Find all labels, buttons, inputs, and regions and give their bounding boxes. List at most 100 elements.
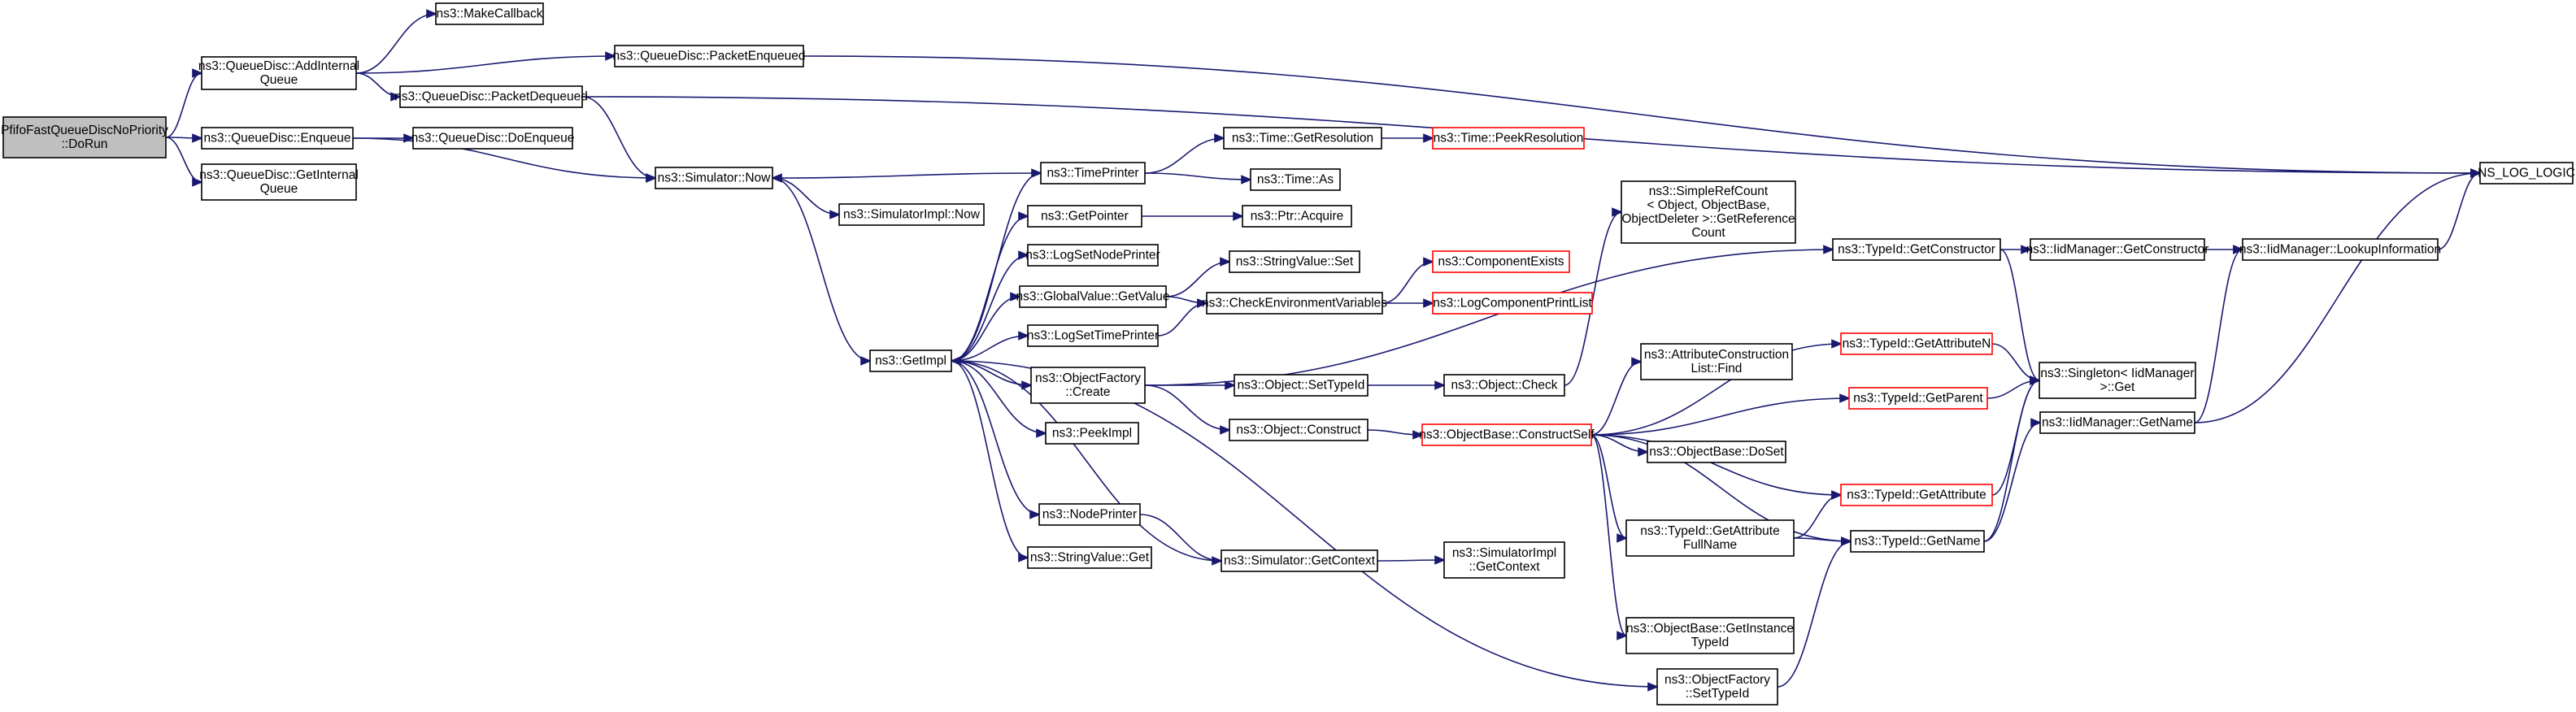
node-getattribute[interactable]: ns3::TypeId::GetAttribute (1840, 484, 1993, 506)
node-objectcheck[interactable]: ns3::Object::Check (1443, 374, 1565, 397)
edge-getimpl-to-logsettimeprinter (951, 331, 1030, 362)
node-stringvalueget[interactable]: ns3::StringValue::Get (1027, 546, 1152, 569)
node-box (1432, 127, 1585, 150)
node-box (1038, 503, 1141, 526)
node-simimplgetcontext[interactable]: ns3::SimulatorImpl::GetContext (1443, 541, 1565, 579)
node-objectfactorycreate[interactable]: ns3::ObjectFactory::Create (1030, 367, 1146, 404)
node-box (838, 203, 985, 226)
node-label: ns3::Simulator::Now (658, 171, 771, 185)
edge-timeprinter-to-timegetres (1144, 133, 1226, 174)
node-box (869, 349, 952, 372)
node-label: ns3::QueueDisc::Enqueue (204, 132, 351, 145)
node-timeas[interactable]: ns3::Time::As (1250, 168, 1341, 191)
node-getimpl[interactable]: ns3::GetImpl (869, 349, 952, 372)
node-constructself[interactable]: ns3::ObjectBase::ConstructSelf (1419, 423, 1595, 446)
node-timeprinter[interactable]: ns3::TimePrinter (1040, 162, 1146, 185)
node-label: ns3::StringValue::Set (1236, 255, 1354, 269)
edge-root-to-getinternalqueue (165, 137, 204, 187)
node-simplerefcount[interactable]: ns3::SimpleRefCount< Object, ObjectBase,… (1621, 180, 1796, 244)
node-logcomponentprintlist[interactable]: ns3::LogComponentPrintList (1432, 292, 1593, 315)
node-box (1206, 292, 1383, 315)
node-simgetcontext[interactable]: ns3::Simulator::GetContext (1221, 549, 1378, 572)
node-label: ns3::QueueDisc::DoEnqueue (411, 132, 575, 145)
node-makecallback[interactable]: ns3::MakeCallback (435, 2, 544, 25)
node-globalvalueget[interactable]: ns3::GlobalValue::GetValue (1016, 285, 1170, 308)
edge-constructself-to-getinstancetypeid (1590, 434, 1629, 640)
node-typeidgetname[interactable]: ns3::TypeId::GetName (1850, 530, 1985, 553)
node-checkenv[interactable]: ns3::CheckEnvironmentVariables (1202, 292, 1387, 315)
node-doenqueue[interactable]: ns3::QueueDisc::DoEnqueue (411, 127, 575, 150)
node-box (1832, 238, 2001, 261)
node-getparent[interactable]: ns3::TypeId::GetParent (1848, 387, 1988, 410)
edge-timegetres-to-timepeekres (1382, 133, 1435, 143)
node-componentexists[interactable]: ns3::ComponentExists (1432, 250, 1570, 273)
node-packetenqueued[interactable]: ns3::QueueDisc::PacketEnqueued (613, 45, 806, 67)
node-objectbasedoset[interactable]: ns3::ObjectBase::DoSet (1647, 441, 1786, 463)
node-label: ns3::TypeId::GetAttributeN (1843, 337, 1991, 351)
node-label: ::SetTypeId (1686, 687, 1749, 701)
node-label: ns3::QueueDisc::AddInternal (198, 59, 359, 73)
node-ptracquire[interactable]: ns3::Ptr::Acquire (1242, 205, 1352, 228)
node-objectfactorysettypeid[interactable]: ns3::ObjectFactory::SetTypeId (1656, 668, 1778, 705)
node-objectconstruct[interactable]: ns3::Object::Construct (1229, 419, 1368, 441)
node-label: ns3::GetPointer (1041, 210, 1129, 224)
node-label: ns3::LogSetTimePrinter (1027, 329, 1159, 343)
node-iidgetconstructor[interactable]: ns3::IidManager::GetConstructor (2026, 238, 2209, 261)
node-lookupinformation[interactable]: ns3::IidManager::LookupInformation (2239, 238, 2441, 261)
node-timegetres[interactable]: ns3::Time::GetResolution (1223, 127, 1382, 150)
node-stringvalueset[interactable]: ns3::StringValue::Set (1229, 250, 1360, 273)
edge-objectfactorysettypeid-to-typeidgetname (1777, 536, 1853, 688)
node-box (1432, 250, 1570, 273)
node-box (1030, 367, 1146, 404)
edge-typeidgetname-to-singletonget (1983, 376, 2042, 542)
node-objectsettypeid[interactable]: ns3::Object::SetTypeId (1234, 374, 1368, 397)
node-box (1234, 374, 1368, 397)
node-label: ns3::ObjectBase::DoSet (1649, 445, 1784, 459)
node-label: ns3::IidManager::GetConstructor (2026, 243, 2209, 257)
edge-simnow-to-getimpl (772, 177, 872, 366)
node-label: ns3::ObjectFactory (1664, 673, 1770, 687)
node-getpointer[interactable]: ns3::GetPointer (1027, 205, 1142, 228)
node-label: ns3::IidManager::LookupInformation (2239, 243, 2441, 257)
node-iidgetname[interactable]: ns3::IidManager::GetName (2039, 411, 2195, 434)
node-label: ns3::TypeId::GetParent (1853, 392, 1983, 406)
node-timepeekres[interactable]: ns3::Time::PeekResolution (1432, 127, 1585, 150)
node-label: ns3::ObjectBase::GetInstance (1626, 622, 1794, 636)
node-simnow[interactable]: ns3::Simulator::Now (655, 167, 773, 189)
node-packetdequeued[interactable]: ns3::QueueDisc::PacketDequeued (394, 85, 588, 108)
edge-getpointer-to-ptracquire (1142, 211, 1245, 221)
node-label: FullName (1683, 538, 1737, 552)
edge-root-to-enqueue (165, 133, 204, 143)
node-logsetnodeprinter[interactable]: ns3::LogSetNodePrinter (1025, 244, 1160, 267)
node-logsettimeprinter[interactable]: ns3::LogSetTimePrinter (1027, 324, 1159, 347)
node-peekimpl[interactable]: ns3::PeekImpl (1045, 422, 1139, 445)
node-root[interactable]: PfifoFastQueueDiscNoPriority::DoRun (1, 116, 168, 158)
node-box (1027, 324, 1159, 347)
edge-getattributefullname-to-getattribute (1793, 490, 1843, 539)
node-getattributen[interactable]: ns3::TypeId::GetAttributeN (1840, 332, 1993, 355)
node-nslog[interactable]: NS_LOG_LOGIC (2478, 162, 2575, 185)
node-box (1221, 549, 1378, 572)
node-box (1840, 332, 1993, 355)
node-label: ns3::Ptr::Acquire (1251, 210, 1344, 224)
node-label: ns3::TypeId::GetAttribute (1847, 488, 1986, 502)
node-box (1040, 162, 1146, 185)
node-typeidgetconstructor[interactable]: ns3::TypeId::GetConstructor (1832, 238, 2001, 261)
node-label: ns3::SimulatorImpl::Now (843, 208, 981, 222)
node-simimplnow[interactable]: ns3::SimulatorImpl::Now (838, 203, 985, 226)
node-enqueue[interactable]: ns3::QueueDisc::Enqueue (201, 127, 354, 150)
node-box (1242, 205, 1352, 228)
node-singletonget[interactable]: ns3::Singleton< IidManager>::Get (2039, 362, 2196, 399)
node-box (201, 163, 357, 201)
node-label: ns3::SimulatorImpl (1452, 546, 1556, 560)
node-nodeprinter[interactable]: ns3::NodePrinter (1038, 503, 1141, 526)
node-label: ::DoRun (62, 137, 108, 151)
edge-enqueue-to-simnow (352, 137, 658, 183)
node-label: ::GetContext (1469, 560, 1540, 574)
